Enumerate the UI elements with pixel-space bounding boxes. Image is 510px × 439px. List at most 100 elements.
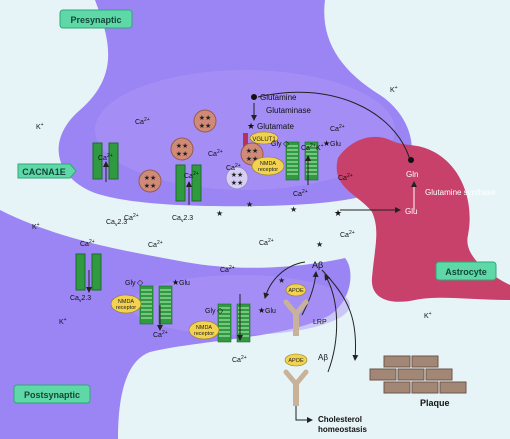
gly-pre-label: Gly <box>271 141 282 148</box>
glutamate-label: Glutamate <box>257 122 294 131</box>
abeta-plaque-arrow <box>321 269 359 361</box>
ca-label-14: Ca2+ <box>220 265 235 274</box>
vesicle-1 <box>193 109 217 133</box>
astrocyte-label: Astrocyte <box>445 267 487 277</box>
brick-5 <box>425 368 453 381</box>
brick-8 <box>439 381 467 394</box>
fusing-stars2-icon: ★★ <box>231 179 244 187</box>
nmda-post1-line2: receptor <box>116 305 136 311</box>
ca-label-10: Ca2+ <box>124 213 139 222</box>
nmda-post2-line1: NMDA <box>196 325 213 331</box>
fusing-stars-icon: ★★ <box>231 171 244 179</box>
vglut1-transporter <box>243 133 248 147</box>
ca-label-8: Ca2+ <box>293 189 308 198</box>
ca-label-13: Ca2+ <box>340 230 355 239</box>
presynaptic-glow <box>95 70 395 190</box>
glu-pre-star-icon: ★ <box>323 139 330 148</box>
apoe-bottom-label: APOE <box>288 358 304 364</box>
brick-3 <box>369 368 397 381</box>
ca-label-7: Ca2+ <box>330 124 345 133</box>
nmda-post1-line1: NMDA <box>118 299 135 305</box>
apoe-badge-top <box>285 283 307 297</box>
vesicle-3 <box>138 169 162 193</box>
postsynaptic-tag <box>13 384 91 404</box>
presynaptic-label: Presynaptic <box>70 15 121 25</box>
cholesterol-arrow <box>295 406 313 423</box>
abeta-cleft-arrow <box>263 261 306 299</box>
lrp-arrow <box>301 271 319 316</box>
nmda-pre-line1: NMDA <box>260 161 277 167</box>
ca-label-11: Ca2+ <box>148 240 163 249</box>
ca-label-9: Ca2+ <box>338 173 353 182</box>
ca-label-2: Ca2+ <box>208 149 223 158</box>
abeta-lower-label: Aβ <box>318 353 328 362</box>
brick-4 <box>397 368 425 381</box>
k-label-3: K+ <box>32 222 40 231</box>
nmda-pre-line2: receptor <box>258 167 278 173</box>
glutamine-label: Glutamine <box>260 93 297 102</box>
k-label-4: K+ <box>59 317 67 326</box>
abeta-clearance-arrow <box>324 274 338 373</box>
cleft-star-4-icon: ★ <box>316 240 323 249</box>
glutamate-star-icon: ★ <box>247 121 255 131</box>
glu-post2-label: Glu <box>265 308 276 315</box>
astro-glu-label: Glu <box>405 207 417 216</box>
ca-label-5: Ca2+ <box>226 163 241 172</box>
postsynaptic-label: Postsynaptic <box>24 390 80 400</box>
brick-7 <box>411 381 439 394</box>
cav-label-pre-1: Cav2.3 <box>106 219 127 228</box>
cholesterol-line1: Cholesterol <box>318 415 362 424</box>
calcium-ion-labels: Ca2+ Ca2+ Ca2+ Ca2+ Ca2+ Ca2+ Ca2+ Ca2+ … <box>80 117 355 364</box>
brick-1 <box>383 355 411 368</box>
ca-label-4: Ca2+ <box>184 171 199 180</box>
k-label-1: K+ <box>36 122 44 131</box>
gly-post1-diamond-icon: ◇ <box>137 278 144 287</box>
ca-label-6: Ca2+ <box>301 143 316 152</box>
plaque-bricks <box>369 355 467 394</box>
ca-label-17: Ca2+ <box>80 239 95 248</box>
astrocyte-process <box>336 136 510 302</box>
plaque-label: Plaque <box>420 398 450 408</box>
vesicle-fusing <box>225 166 249 190</box>
cleft-star-5-icon: ★ <box>278 276 285 285</box>
glutaminase-label: Glutaminase <box>266 106 311 115</box>
ca-label-1: Ca2+ <box>135 117 150 126</box>
cleft-star-1-icon: ★ <box>216 209 223 218</box>
nmda-post2-line2: receptor <box>194 331 214 337</box>
lrp-label: LRP <box>313 319 327 326</box>
abeta-label: Aβ <box>312 260 323 270</box>
gln-dot <box>408 157 414 163</box>
cleft-glutamate-stars: ★ ★ ★ ★ ★ <box>216 200 323 285</box>
cav-label-pre-2: Cav2.3 <box>172 215 193 224</box>
cleft-star-2-icon: ★ <box>246 200 253 209</box>
brick-6 <box>383 381 411 394</box>
nmda-badge-post-1 <box>110 294 142 314</box>
gly-post2-label: Gly <box>205 308 216 315</box>
glutamine-synthase-label: Glutamine synthase <box>425 188 496 197</box>
glu-pre-label: Glu <box>330 141 341 148</box>
vglut1-badge <box>249 131 279 145</box>
cleft-star-3-icon: ★ <box>290 205 297 214</box>
uptake-star-icon: ★ <box>334 208 342 218</box>
cav-label-post: Cav2.3 <box>70 295 91 304</box>
ca-label-15: Ca2+ <box>153 330 168 339</box>
k-label-6: K+ <box>316 143 324 152</box>
gly-post2-diamond-icon: ◇ <box>217 306 224 315</box>
presynaptic-tag <box>59 9 133 29</box>
k-label-2: K+ <box>390 85 398 94</box>
apoe-badge-bottom <box>284 353 308 367</box>
gly-post1-label: Gly <box>125 280 136 287</box>
nmda-badge-pre <box>251 156 285 176</box>
vglut1-label: VGLUT1 <box>252 137 276 143</box>
apoe-top-label: APOE <box>288 288 304 294</box>
cholesterol-line2: homeostasis <box>318 425 367 434</box>
ca-label-12: Ca2+ <box>259 238 274 247</box>
glutamine-dot <box>251 94 257 100</box>
vesicle-2 <box>170 137 194 161</box>
astrocyte-tag <box>435 261 497 281</box>
ca-label-16: Ca2+ <box>232 355 247 364</box>
potassium-ion-labels: K+ K+ K+ K+ K+ K+ <box>32 85 432 326</box>
ca-label-3: Ca2+ <box>98 153 113 162</box>
